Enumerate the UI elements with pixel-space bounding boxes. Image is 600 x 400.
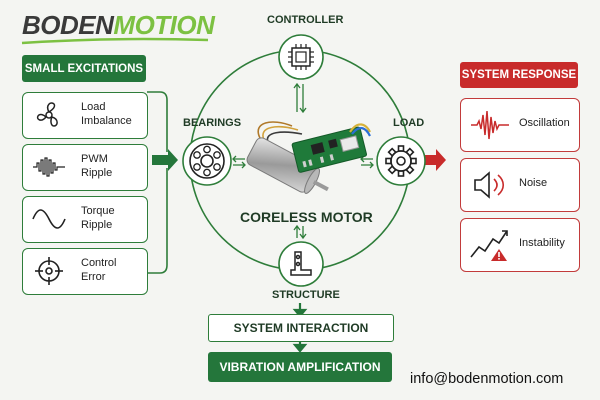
load-label: LOAD xyxy=(393,117,425,129)
warning-chart-icon xyxy=(470,230,508,261)
bearings-label: BEARINGS xyxy=(183,117,242,129)
contact-email[interactable]: info@bodenmotion.com xyxy=(410,371,564,387)
response-noise: Noise xyxy=(460,158,580,212)
response-label: Oscillation xyxy=(519,117,570,129)
sine-wave-icon xyxy=(32,209,66,229)
left-input-arrow xyxy=(152,149,178,171)
brand-logo: BODENMOTION xyxy=(22,10,215,41)
coreless-motor-illustration xyxy=(246,121,371,194)
logo-part2: MOTION xyxy=(113,10,215,40)
controller-chip-icon xyxy=(278,34,324,80)
oscillation-icon xyxy=(471,110,509,140)
bearing-icon xyxy=(182,136,232,186)
small-excitations-banner: SMALL EXCITATIONS xyxy=(22,55,146,82)
system-response-banner: SYSTEM RESPONSE xyxy=(460,62,578,88)
controller-label: CONTROLLER xyxy=(267,14,344,26)
logo-part1: BODEN xyxy=(22,10,114,40)
response-label: Instability xyxy=(519,237,565,249)
coreless-motor-label: CORELESS MOTOR xyxy=(240,209,373,225)
flow-arrows xyxy=(292,303,308,353)
speaker-icon xyxy=(474,171,505,199)
crosshair-icon xyxy=(35,257,63,285)
structure-label: STRUCTURE xyxy=(272,289,340,301)
response-instability: Instability xyxy=(460,218,580,272)
fan-icon xyxy=(36,102,58,127)
double-arrow-icons xyxy=(232,82,374,240)
bracket-mount-icon xyxy=(278,241,324,287)
right-output-arrow xyxy=(424,149,446,171)
left-bracket xyxy=(147,91,168,274)
response-label: Noise xyxy=(519,177,548,189)
response-oscillation: Oscillation xyxy=(460,98,580,152)
pwm-wave-icon xyxy=(33,157,65,177)
logo-swoosh-icon xyxy=(21,37,209,45)
system-interaction-box: SYSTEM INTERACTION xyxy=(208,314,394,342)
gear-icon xyxy=(376,136,426,186)
vibration-amplification-box: VIBRATION AMPLIFICATION xyxy=(208,352,392,382)
